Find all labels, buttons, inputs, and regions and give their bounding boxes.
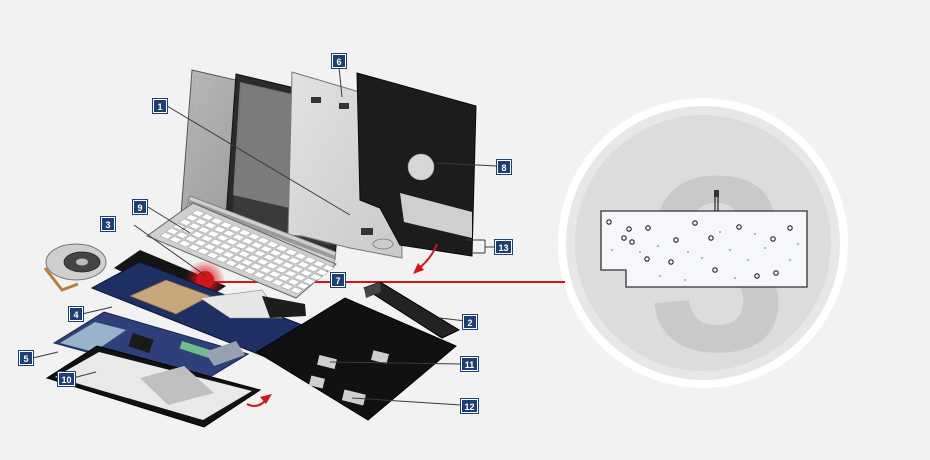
motherboard	[52, 311, 250, 384]
callout-1: 1	[153, 99, 167, 113]
callout-11: 11	[461, 357, 478, 371]
bottom-case-part-10	[45, 345, 262, 428]
keyboard-part-9	[145, 202, 337, 299]
display-rear-case-part-8	[356, 72, 477, 257]
callout-13: 13	[495, 240, 512, 254]
callout-9: 9	[133, 200, 147, 214]
top-case-palmrest	[90, 261, 317, 359]
zoomed-keyboard-plate	[600, 190, 808, 288]
callout-6: 6	[332, 54, 346, 68]
callout-2: 2	[463, 315, 477, 329]
leader-lines	[32, 66, 498, 406]
callout-7: 7	[331, 273, 345, 287]
callout-4: 4	[69, 307, 83, 321]
callout-3: 3	[101, 217, 115, 231]
cooling-fan	[43, 243, 107, 292]
callout-5: 5	[19, 351, 33, 365]
callout-12: 12	[461, 399, 478, 413]
callout-10: 10	[58, 372, 75, 386]
base-plate-part-11-12	[256, 297, 457, 421]
callout-8: 8	[497, 160, 511, 174]
